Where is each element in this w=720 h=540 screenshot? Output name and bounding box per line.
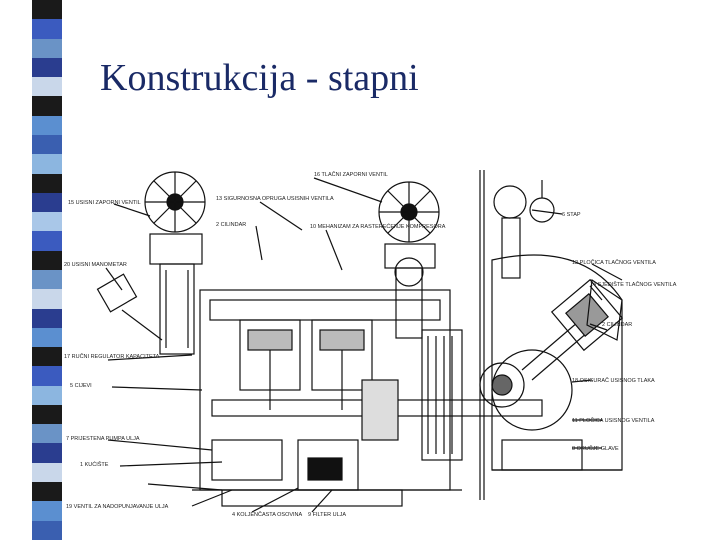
label-18: 18 OSIGURAČ USISNOG TLAKA	[572, 377, 655, 384]
stripe-block	[32, 424, 62, 444]
stripe-block	[32, 443, 62, 463]
label-19: 19 VENTIL ZA NADOPUNJAVANJE ULJA	[66, 504, 169, 510]
compressor-cross-section-diagram: 15 USISNI ZAPORNI VENTIL 20 USISNI MANOM…	[62, 140, 718, 522]
label-1: 1 KUĆIŠTE	[80, 461, 109, 468]
stripe-block	[32, 134, 62, 155]
label-2-right: 2 CILINDAR	[602, 322, 632, 328]
decorative-stripe	[32, 0, 62, 540]
stripe-block	[32, 385, 62, 405]
stripe-block	[32, 501, 62, 521]
stripe-block	[32, 250, 62, 270]
label-6-left: 5 CIJEVI	[70, 383, 92, 389]
stripe-block	[32, 327, 62, 348]
label-12: 12 PLOČICA TLAČNOG VENTILA	[572, 259, 656, 266]
stripe-block	[32, 0, 62, 20]
label-7: 7 PRIJESTENA PUMPA ULJA	[66, 436, 140, 442]
label-14: 14 SJEDIŠTE TLAČNOG VENTILA	[590, 281, 677, 288]
stripe-block	[32, 289, 62, 309]
stripe-block	[32, 38, 62, 58]
label-6-stap: 6 STAP	[562, 212, 581, 218]
slide-title: Konstrukcija - stapni	[100, 57, 419, 99]
label-10: 10 MEHANIZAM ZA RASTEREĆENJE KOMPRESORA	[310, 223, 446, 230]
label-11: 11 PLOČICA USISNOG VENTILA	[572, 417, 655, 424]
stripe-block	[32, 173, 62, 193]
label-16: 16 TLAČNI ZAPORNI VENTIL	[314, 171, 388, 178]
stripe-block	[32, 269, 62, 290]
stripe-block	[32, 212, 62, 232]
stripe-block	[32, 347, 62, 367]
label-20: 20 USISNI MANOMETAR	[64, 262, 127, 268]
stripe-block	[32, 520, 62, 540]
stripe-block	[32, 462, 62, 483]
stripe-block	[32, 404, 62, 425]
stripe-block	[32, 366, 62, 386]
stripe-block	[32, 154, 62, 174]
label-4: 4 KOLJENČASTA OSOVINA	[232, 511, 303, 518]
stripe-block	[32, 308, 62, 328]
stripe-block	[32, 231, 62, 251]
stripe-block	[32, 77, 62, 97]
label-8: 8 ORUČJE GLAVE	[572, 445, 619, 452]
label-9: 9 FILTER ULJA	[308, 512, 346, 518]
stripe-block	[32, 115, 62, 135]
stripe-block	[32, 19, 62, 39]
label-15: 15 USISNI ZAPORNI VENTIL	[68, 200, 141, 206]
stripe-block	[32, 482, 62, 502]
label-17: 17 RUČNI REGULATOR KAPACITETA	[64, 353, 160, 360]
stripe-block	[32, 192, 62, 213]
label-13: 13 SIGURNOSNA OPRUGA USISNIH VENTILA	[216, 196, 334, 202]
stripe-block	[32, 57, 62, 78]
label-2-top: 2 CILINDAR	[216, 222, 246, 228]
stripe-block	[32, 96, 62, 116]
